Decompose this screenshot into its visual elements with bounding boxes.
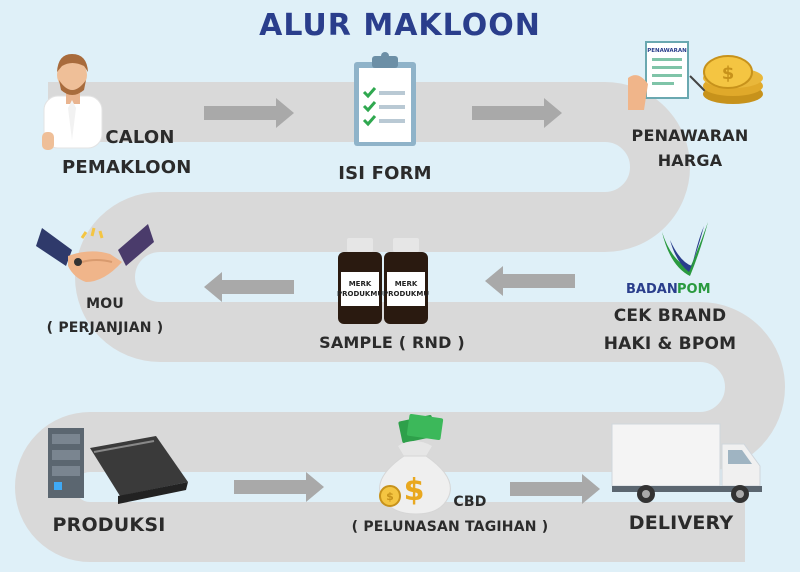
- svg-text:$: $: [722, 63, 735, 84]
- bottle1-label-line1: MERK: [349, 280, 372, 288]
- step-isi-form: ISI FORM: [338, 163, 432, 184]
- step-mou-line1: MOU: [86, 296, 124, 312]
- bottle2-label-line2: PRODUKMU: [383, 290, 429, 298]
- arrow-right-4: [510, 474, 600, 504]
- step-calon-line1: CALON: [105, 127, 175, 148]
- step-cek-brand-line2: HAKI & BPOM: [603, 334, 737, 354]
- bottle2-label-line1: MERK: [395, 280, 418, 288]
- step-penawaran-line2: HARGA: [657, 151, 723, 170]
- step-penawaran-line1: PENAWARAN: [631, 126, 749, 145]
- flow-arrows: [204, 98, 600, 504]
- bottle1-label-line2: PRODUKMU: [337, 290, 383, 298]
- step-cbd-line1: CBD: [453, 494, 487, 510]
- step-mou-line2: ( PERJANJIAN ): [46, 320, 164, 336]
- handshake-icon: [36, 224, 154, 282]
- contract-coins-icon: PENAWARAN $: [628, 41, 763, 110]
- arrow-right-3: [234, 472, 324, 502]
- bpom-logo: BADAN POM: [626, 222, 711, 297]
- svg-text:$: $: [386, 490, 394, 503]
- svg-text:$: $: [404, 473, 425, 508]
- clipboard-header-text: PENAWARAN: [647, 48, 687, 54]
- step-delivery: DELIVERY: [628, 512, 734, 534]
- person-icon: [42, 54, 103, 150]
- arrow-right-2: [472, 98, 562, 128]
- money-bag-icon: $ $: [379, 413, 451, 515]
- arrow-right-1: [204, 98, 294, 128]
- bpom-right-text: POM: [677, 282, 711, 297]
- bottles-icon: MERK PRODUKMU MERK PRODUKMU: [337, 238, 429, 324]
- clipboard-icon: [354, 52, 416, 146]
- conveyor-machine-icon: [48, 428, 188, 504]
- step-cek-brand-line1: CEK BRAND: [613, 306, 727, 326]
- arrow-left-2: [204, 272, 294, 302]
- step-calon-line2: PEMAKLOON: [62, 157, 192, 178]
- truck-icon: [611, 423, 762, 503]
- page-title: ALUR MAKLOON: [259, 8, 541, 43]
- arrow-left-1: [485, 266, 575, 296]
- step-produksi: PRODUKSI: [52, 514, 166, 536]
- bpom-left-text: BADAN: [626, 282, 678, 297]
- step-sample: SAMPLE ( RND ): [319, 333, 465, 352]
- step-cbd-line2: ( PELUNASAN TAGIHAN ): [351, 519, 549, 535]
